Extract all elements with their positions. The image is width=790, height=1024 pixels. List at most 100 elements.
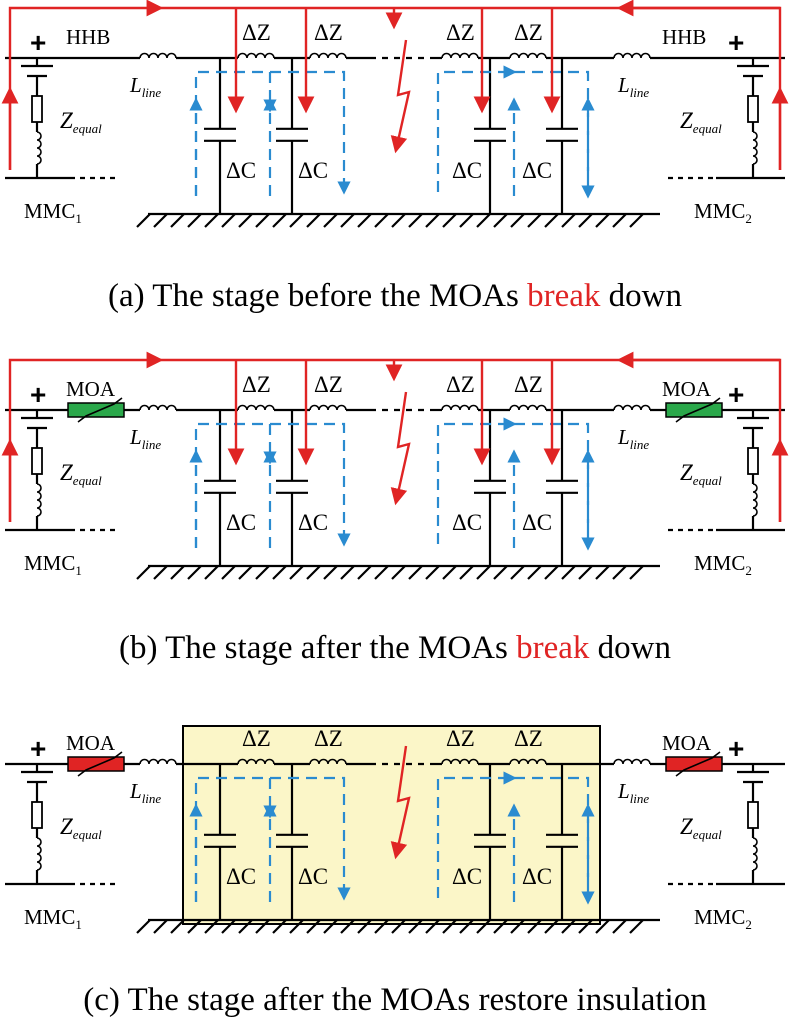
plus-left: + bbox=[30, 379, 46, 410]
delta-z-4 bbox=[509, 404, 547, 411]
delta-z-label-2: ΔZ bbox=[314, 726, 343, 751]
z-equal-inductor-right bbox=[752, 131, 758, 165]
moa-right-curve bbox=[675, 397, 721, 423]
moa-left-curve bbox=[77, 397, 123, 423]
plus-left: + bbox=[30, 27, 46, 58]
delta-c-label-1: ΔC bbox=[226, 864, 256, 889]
delta-c-label-1: ΔC bbox=[226, 510, 256, 535]
blue-loop-4 bbox=[514, 776, 595, 905]
z-equal-resistor-right bbox=[747, 447, 759, 475]
fault-lightning bbox=[390, 39, 411, 154]
caption-a: (a) The stage before the MOAs break down bbox=[108, 278, 682, 314]
delta-z-label-3: ΔZ bbox=[446, 726, 475, 751]
mmc2-label: MMC2 bbox=[694, 199, 752, 226]
blue-loop-2 bbox=[270, 422, 351, 547]
blue-loop-2 bbox=[270, 776, 351, 901]
z-equal-resistor-right bbox=[747, 801, 759, 829]
delta-z-label-1: ΔZ bbox=[242, 726, 271, 751]
delta-c-cap-3 bbox=[474, 776, 506, 920]
device-label-left: MOA bbox=[66, 377, 116, 401]
z-equal-resistor-right bbox=[747, 95, 759, 123]
plus-left: + bbox=[30, 733, 46, 764]
delta-c-label-3: ΔC bbox=[452, 864, 482, 889]
z-equal-inductor-left bbox=[36, 483, 42, 517]
l-line-right bbox=[613, 404, 651, 411]
z-equal-inductor-left bbox=[36, 131, 42, 165]
moa-right bbox=[665, 756, 723, 772]
delta-c-cap-4 bbox=[546, 70, 578, 214]
delta-c-label-4: ΔC bbox=[522, 864, 552, 889]
delta-c-cap-1 bbox=[204, 422, 236, 566]
z-equal-resistor-left bbox=[31, 447, 43, 475]
z-equal-left: Zequal bbox=[60, 460, 102, 488]
delta-z-1 bbox=[237, 52, 275, 59]
plus-right: + bbox=[728, 733, 744, 764]
device-label-right: HHB bbox=[662, 25, 706, 49]
ground-line bbox=[136, 918, 660, 934]
delta-c-cap-3 bbox=[474, 422, 506, 566]
delta-z-2 bbox=[309, 404, 347, 411]
moa-left bbox=[67, 756, 125, 772]
l-line-right bbox=[613, 52, 651, 59]
delta-z-label-1: ΔZ bbox=[242, 372, 271, 397]
blue-loop-2 bbox=[270, 70, 351, 195]
blue-loop-3 bbox=[436, 65, 517, 192]
caption-b: (b) The stage after the MOAs break down bbox=[119, 630, 671, 666]
delta-c-cap-3 bbox=[474, 70, 506, 214]
plus-right: + bbox=[728, 379, 744, 410]
l-line-left bbox=[139, 758, 177, 765]
delta-c-label-4: ΔC bbox=[522, 510, 552, 535]
moa-right bbox=[665, 402, 723, 418]
z-equal-right: Zequal bbox=[680, 460, 722, 488]
moa-left-curve bbox=[77, 751, 123, 777]
delta-z-3 bbox=[441, 404, 479, 411]
blue-loop-3 bbox=[436, 771, 517, 898]
delta-c-cap-1 bbox=[204, 776, 236, 920]
l-line-left bbox=[139, 404, 177, 411]
z-equal-resistor-left bbox=[31, 95, 43, 123]
blue-loop-4 bbox=[514, 70, 595, 199]
l-line-left bbox=[139, 52, 177, 59]
blue-loop-4 bbox=[514, 422, 595, 551]
ground-line bbox=[136, 212, 660, 228]
mmc1-label: MMC1 bbox=[24, 551, 82, 578]
delta-z-label-3: ΔZ bbox=[446, 20, 475, 45]
delta-c-label-2: ΔC bbox=[298, 864, 328, 889]
delta-z-2 bbox=[309, 52, 347, 59]
z-equal-resistor-left bbox=[31, 801, 43, 829]
delta-z-label-1: ΔZ bbox=[242, 20, 271, 45]
delta-z-label-4: ΔZ bbox=[514, 372, 543, 397]
z-equal-right: Zequal bbox=[680, 814, 722, 842]
plus-right: + bbox=[728, 27, 744, 58]
mmc2-label: MMC2 bbox=[694, 551, 752, 578]
device-label-right: MOA bbox=[662, 731, 712, 755]
delta-z-label-4: ΔZ bbox=[514, 726, 543, 751]
z-equal-inductor-right bbox=[752, 837, 758, 871]
mmc2-label: MMC2 bbox=[694, 905, 752, 932]
z-equal-left: Zequal bbox=[60, 108, 102, 136]
delta-z-4 bbox=[509, 52, 547, 59]
fault-lightning bbox=[390, 391, 411, 506]
l-line-label-right: Lline bbox=[617, 425, 649, 452]
l-line-label-right: Lline bbox=[617, 73, 649, 100]
delta-z-label-2: ΔZ bbox=[314, 20, 343, 45]
device-label-left: HHB bbox=[66, 25, 110, 49]
moa-right-curve bbox=[675, 751, 721, 777]
delta-z-3 bbox=[441, 52, 479, 59]
delta-c-label-1: ΔC bbox=[226, 158, 256, 183]
delta-z-label-3: ΔZ bbox=[446, 372, 475, 397]
fault-lightning bbox=[390, 745, 411, 860]
z-equal-inductor-left bbox=[36, 837, 42, 871]
delta-c-cap-1 bbox=[204, 70, 236, 214]
delta-c-label-2: ΔC bbox=[298, 158, 328, 183]
delta-c-label-4: ΔC bbox=[522, 158, 552, 183]
highlight-region bbox=[182, 725, 601, 925]
delta-c-cap-2 bbox=[276, 70, 308, 214]
device-label-left: MOA bbox=[66, 731, 116, 755]
delta-c-cap-4 bbox=[546, 422, 578, 566]
mmc1-label: MMC1 bbox=[24, 905, 82, 932]
